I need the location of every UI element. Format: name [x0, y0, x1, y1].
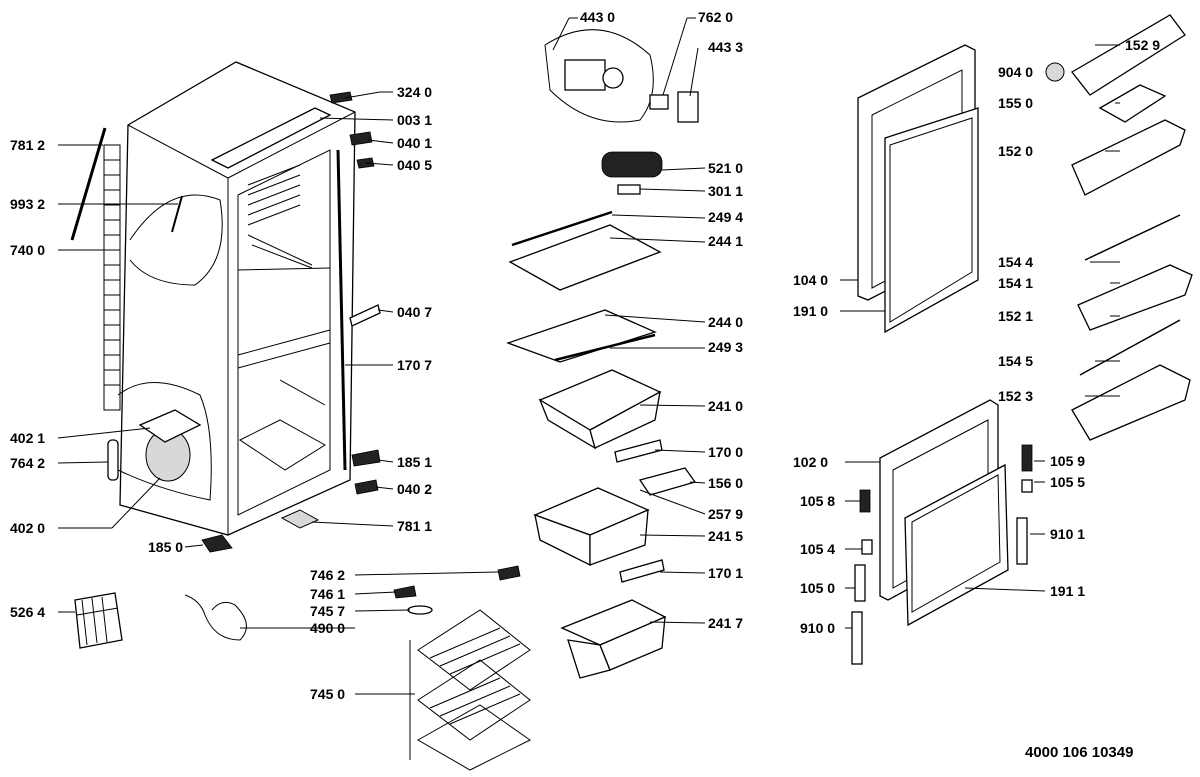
label-402-0: 402 0: [10, 520, 45, 536]
label-185-0: 185 0: [148, 539, 183, 555]
label-781-2: 781 2: [10, 137, 45, 153]
label-105-9: 105 9: [1050, 453, 1085, 469]
label-241-0: 241 0: [708, 398, 743, 414]
label-249-3: 249 3: [708, 339, 743, 355]
callout-labels: 443 0 762 0 443 3 521 0 301 1 249 4 244 …: [10, 9, 1160, 761]
label-154-4: 154 4: [998, 254, 1033, 270]
label-745-0: 745 0: [310, 686, 345, 702]
label-152-0: 152 0: [998, 143, 1033, 159]
label-105-8: 105 8: [800, 493, 835, 509]
accessories-drawing: [393, 29, 699, 771]
label-152-9: 152 9: [1125, 37, 1160, 53]
label-746-1: 746 1: [310, 586, 345, 602]
label-104-0: 104 0: [793, 272, 828, 288]
label-191-1: 191 1: [1050, 583, 1085, 599]
label-490-0: 490 0: [310, 620, 345, 636]
label-904-0: 904 0: [998, 64, 1033, 80]
label-244-0: 244 0: [708, 314, 743, 330]
label-105-5: 105 5: [1050, 474, 1085, 490]
label-040-5: 040 5: [397, 157, 432, 173]
label-105-4: 105 4: [800, 541, 835, 557]
label-301-1: 301 1: [708, 183, 743, 199]
label-249-4: 249 4: [708, 209, 743, 225]
label-910-1: 910 1: [1050, 526, 1085, 542]
label-781-1: 781 1: [397, 518, 432, 534]
drawing-reference-number: 4000 106 10349: [1025, 744, 1133, 761]
label-745-7: 745 7: [310, 603, 345, 619]
label-740-0: 740 0: [10, 242, 45, 258]
label-191-0: 191 0: [793, 303, 828, 319]
label-102-0: 102 0: [793, 454, 828, 470]
label-003-1: 003 1: [397, 112, 432, 128]
label-156-0: 156 0: [708, 475, 743, 491]
label-170-0: 170 0: [708, 444, 743, 460]
label-257-9: 257 9: [708, 506, 743, 522]
label-443-3: 443 3: [708, 39, 743, 55]
label-910-0: 910 0: [800, 620, 835, 636]
doors-drawing: [851, 14, 1193, 665]
label-244-1: 244 1: [708, 233, 743, 249]
label-040-2: 040 2: [397, 481, 432, 497]
label-402-1: 402 1: [10, 430, 45, 446]
label-324-0: 324 0: [397, 84, 432, 100]
label-152-1: 152 1: [998, 308, 1033, 324]
label-154-5: 154 5: [998, 353, 1033, 369]
label-746-2: 746 2: [310, 567, 345, 583]
label-521-0: 521 0: [708, 160, 743, 176]
label-152-3: 152 3: [998, 388, 1033, 404]
label-154-1: 154 1: [998, 275, 1033, 291]
label-170-1: 170 1: [708, 565, 743, 581]
label-993-2: 993 2: [10, 196, 45, 212]
label-040-1: 040 1: [397, 135, 432, 151]
label-170-7: 170 7: [397, 357, 432, 373]
label-241-7: 241 7: [708, 615, 743, 631]
label-155-0: 155 0: [998, 95, 1033, 111]
cabinet-drawing: [70, 61, 381, 649]
label-443-0: 443 0: [580, 9, 615, 25]
label-526-4: 526 4: [10, 604, 45, 620]
label-040-7: 040 7: [397, 304, 432, 320]
label-764-2: 764 2: [10, 455, 45, 471]
label-241-5: 241 5: [708, 528, 743, 544]
label-185-1: 185 1: [397, 454, 432, 470]
label-762-0: 762 0: [698, 9, 733, 25]
leader-lines: [57, 17, 1120, 695]
label-105-0: 105 0: [800, 580, 835, 596]
